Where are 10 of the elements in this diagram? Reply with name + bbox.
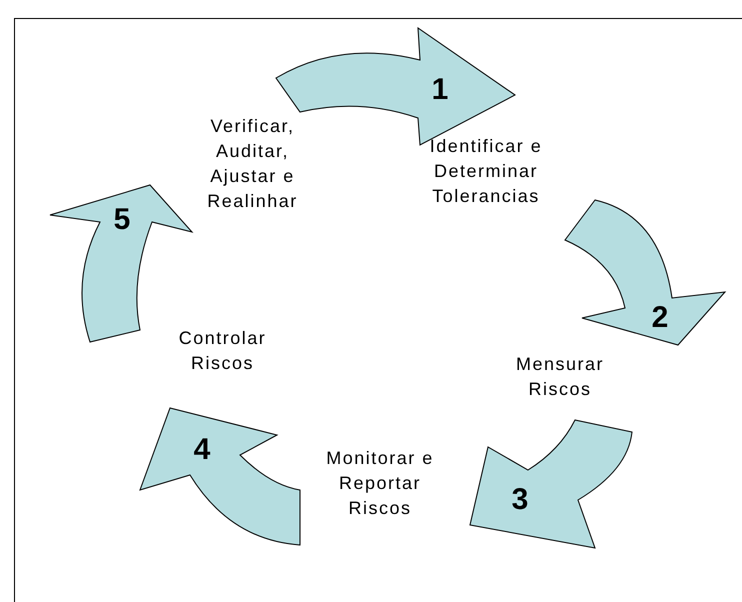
- step-number: 3: [512, 485, 528, 515]
- step-number: 2: [652, 303, 668, 333]
- step-number: 4: [194, 435, 210, 465]
- step-number: 5: [114, 205, 130, 235]
- step-label: Verificar, Auditar, Ajustar e Realinhar: [206, 115, 299, 213]
- step-label: Identificar e Determinar Tolerancias: [428, 135, 544, 208]
- step-label: Controlar Riscos: [178, 327, 268, 375]
- step-label: Monitorar e Reportar Riscos: [325, 447, 435, 520]
- step-label: Mensurar Riscos: [514, 353, 606, 401]
- step-number: 1: [432, 75, 448, 105]
